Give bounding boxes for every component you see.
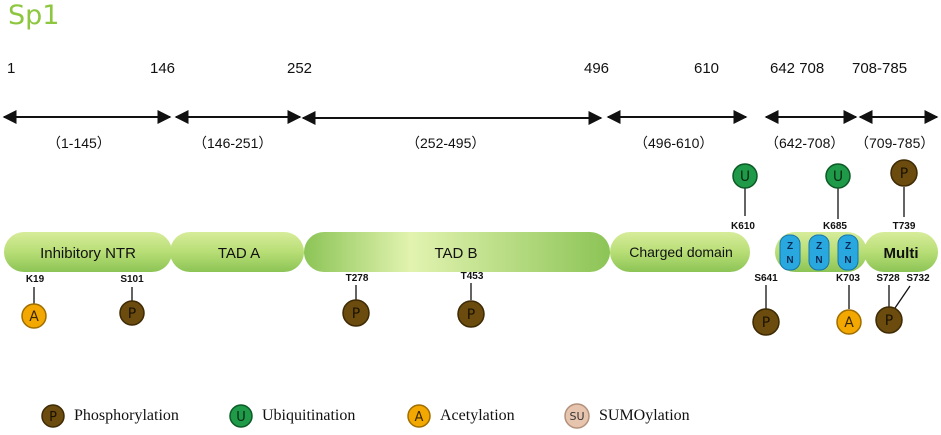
site-label: T453: [461, 271, 484, 282]
diagram-title: Sp1: [8, 0, 60, 31]
domain-inhibitory-ntr: [4, 232, 172, 272]
zinc-finger-letter: N: [786, 255, 793, 266]
svg-text:A: A: [415, 410, 424, 425]
range-label: （1-145）: [47, 135, 111, 151]
zinc-finger-letter: N: [815, 255, 822, 266]
site-label: K610: [731, 221, 755, 232]
zinc-finger-letter: Z: [845, 241, 851, 252]
position-label: 708-785: [852, 60, 908, 77]
site-label: S641: [754, 273, 778, 284]
domain-label: Charged domain: [629, 244, 733, 260]
range-label: （709-785）: [855, 135, 935, 151]
svg-text:P: P: [128, 306, 136, 322]
phosphorylation-marker: P: [119, 300, 145, 326]
domain-label: Multi: [884, 245, 919, 262]
phosphorylation-marker: P: [752, 308, 780, 336]
site-label: S732: [906, 273, 930, 284]
legend-item-sumoylation: SU SUMOylation: [563, 398, 690, 434]
zinc-finger-1: [779, 234, 801, 271]
zinc-finger-letter: Z: [787, 241, 793, 252]
position-label: 642 708: [770, 60, 825, 77]
svg-text:A: A: [844, 315, 854, 331]
sumoylation-icon: SU: [564, 403, 590, 429]
phosphorylation-icon: P: [41, 404, 65, 428]
zinc-finger-3: [837, 234, 859, 271]
svg-text:P: P: [762, 315, 770, 331]
svg-text:U: U: [236, 410, 246, 425]
position-label: 610: [694, 60, 720, 77]
ubiquitination-marker: U: [732, 163, 758, 189]
site-label: S101: [120, 274, 144, 285]
domain-label: TAD A: [218, 245, 260, 262]
site-label: K685: [823, 221, 847, 232]
site-label: S728: [876, 273, 900, 284]
svg-text:A: A: [29, 309, 39, 325]
svg-text:SU: SU: [569, 410, 584, 423]
legend-label: Acetylation: [440, 407, 515, 424]
acetylation-marker: A: [836, 309, 862, 335]
svg-text:U: U: [740, 169, 750, 185]
acetylation-icon: A: [407, 404, 431, 428]
zinc-finger-letter: N: [844, 255, 851, 266]
site-label: K19: [26, 274, 45, 285]
range-label: （252-495）: [406, 135, 486, 151]
position-label: 496: [584, 60, 610, 77]
svg-text:P: P: [49, 410, 57, 425]
domain-label: TAD B: [434, 245, 477, 262]
svg-text:U: U: [833, 169, 843, 185]
svg-text:P: P: [352, 306, 360, 322]
domain-label: Inhibitory NTR: [40, 245, 136, 262]
domain-charged: [610, 232, 750, 272]
range-label: （642-708）: [765, 135, 845, 151]
domain-tad-b: [304, 232, 610, 272]
svg-text:P: P: [885, 313, 893, 329]
svg-text:P: P: [467, 307, 475, 323]
phosphorylation-marker: P: [342, 299, 370, 327]
range-label: （146-251）: [193, 135, 273, 151]
site-label: K703: [836, 273, 860, 284]
ubiquitination-icon: U: [229, 404, 253, 428]
svg-text:P: P: [900, 166, 908, 182]
legend-item-phosphorylation: P Phosphorylation: [40, 398, 179, 434]
phosphorylation-marker: P: [875, 306, 903, 334]
ubiquitination-marker: U: [825, 163, 851, 189]
legend-label: SUMOylation: [599, 407, 690, 424]
domain-multi: [864, 232, 938, 272]
position-label: 1: [7, 60, 16, 77]
domain-tad-a: [170, 232, 304, 272]
legend-label: Phosphorylation: [74, 407, 179, 424]
range-label: （496-610）: [634, 135, 714, 151]
zinc-finger-letter: Z: [816, 241, 822, 252]
site-label: T739: [893, 221, 916, 232]
phosphorylation-marker: P: [457, 300, 485, 328]
legend-label: Ubiquitination: [262, 407, 356, 424]
legend-item-ubiquitination: U Ubiquitination: [228, 398, 355, 434]
site-label: T278: [346, 273, 369, 284]
phosphorylation-marker: P: [890, 159, 918, 187]
legend-item-acetylation: A Acetylation: [406, 398, 515, 434]
zinc-finger-2: [808, 234, 830, 271]
acetylation-marker: A: [21, 303, 47, 329]
position-label: 146: [150, 60, 176, 77]
position-label: 252: [287, 60, 313, 77]
